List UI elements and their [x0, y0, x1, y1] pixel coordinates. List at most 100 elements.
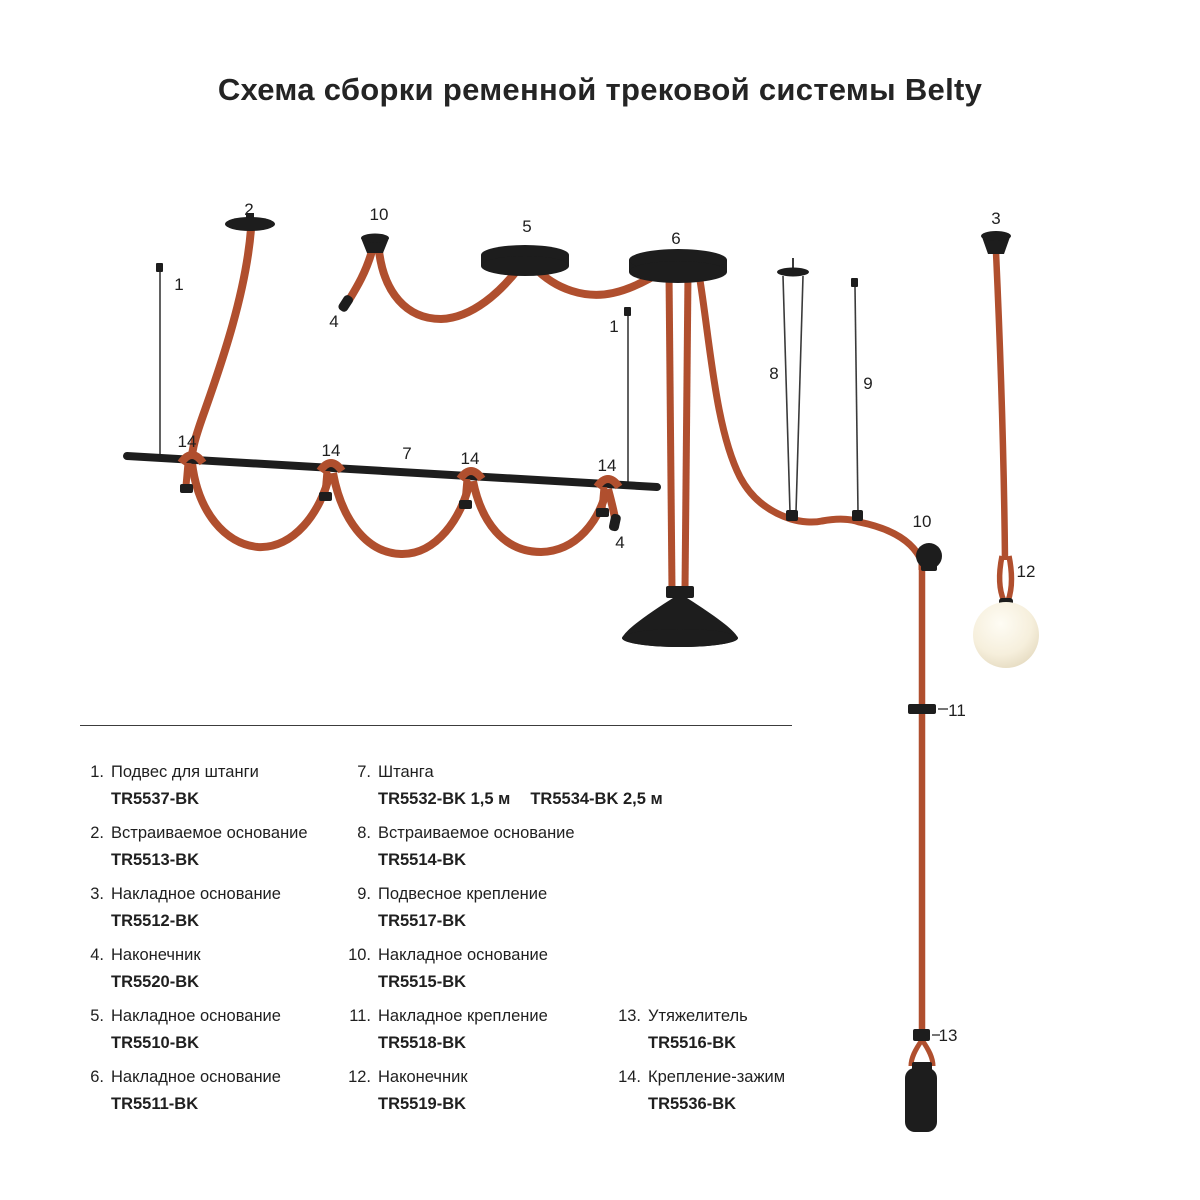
legend-item-name: Крепление-зажим: [648, 1068, 786, 1086]
belt-weight-loop-left: [908, 1038, 925, 1067]
belt-loop-a: [188, 462, 334, 552]
suspension-wire-right: [795, 275, 804, 513]
legend-item-number: 8.: [357, 824, 371, 842]
legend-item-code-a: TR5532-BK 1,5 м: [378, 790, 511, 808]
belt-globe-loop-right: [1005, 555, 1015, 602]
diagram-label-14-2: 14: [322, 441, 341, 460]
clamp-buckle: [319, 492, 332, 501]
belt-clamp-14-4: [593, 475, 623, 517]
diagram-label-14-4: 14: [598, 456, 617, 475]
belt-disc6-to-canopy: [695, 273, 926, 570]
diagram-label-10-top: 10: [370, 205, 389, 224]
surface-base-6: [629, 249, 727, 283]
legend-item-name: Встраиваемое основание: [111, 824, 308, 842]
diagram-label-4-right: 4: [615, 533, 624, 552]
canopy-base: [921, 562, 937, 571]
legend-item-code: TR5517-BK: [378, 912, 467, 930]
surface-base-5: [481, 245, 569, 276]
rod-pendant-1-left: [156, 263, 163, 458]
clamp-wrap: [456, 467, 486, 482]
track-rod-7: [123, 452, 661, 491]
belt-clamp-14-2: [316, 459, 346, 501]
legend-item-code: TR5532-BK 1,5 м TR5534-BK 2,5 м: [378, 789, 663, 809]
belt-clamp-14-1: [177, 451, 207, 493]
clamp-tab: [182, 462, 192, 487]
legend-item-number: 13.: [618, 1007, 641, 1025]
clamp-buckle: [459, 500, 472, 509]
legend-item-3: 3.Накладное основание TR5512-BK: [80, 884, 308, 931]
legend-item-5: 5. Накладное основание TR5510-BK: [80, 1006, 308, 1053]
belt-clamp-14-3: [456, 467, 486, 509]
legend-item-name: Встраиваемое основание: [378, 824, 575, 842]
disc-bottom: [629, 261, 727, 283]
legend-item-code: TR5519-BK: [378, 1095, 467, 1113]
belt-cup10-left: [345, 249, 376, 303]
clamp-wrap: [593, 475, 623, 490]
legend-item-13: 13.Утяжелитель TR5516-BK: [607, 1006, 785, 1053]
legend-item-number: 12.: [348, 1068, 371, 1086]
surface-base-3: [981, 231, 1011, 254]
legend-item-number: 14.: [618, 1068, 641, 1086]
surface-base-10-mid: [916, 543, 942, 571]
legend-item-number: 3.: [90, 885, 104, 903]
legend-item-6: 6.Накладное основание TR5511-BK: [80, 1067, 308, 1114]
legend-item-code: TR5510-BK: [111, 1034, 200, 1052]
tip-12-globe-lamp: [973, 598, 1039, 668]
legend-item-14: 14. Крепление-зажим TR5536-BK: [607, 1067, 785, 1114]
diagram-label-1-right: 1: [609, 317, 618, 336]
diagram-labels: 2 10 5 6 3 1 4 1 8 9 14 14 7 14 14 4 10 …: [174, 200, 1035, 1045]
legend-column-1: 1. Подвес для штанги TR5537-BK 2.Встраива…: [80, 762, 308, 1128]
wire-belt-clamp: [786, 510, 798, 521]
base-cup: [982, 237, 1010, 254]
mount-connector: [851, 278, 858, 287]
legend-item-number: 10.: [348, 946, 371, 964]
globe-diffuser: [973, 602, 1039, 668]
clamp-buckle: [180, 484, 193, 493]
legend-item-code: TR5537-BK: [111, 790, 200, 808]
legend-item-code: TR5512-BK: [111, 912, 200, 930]
legend-item-code-b: TR5534-BK 2,5 м: [530, 790, 663, 808]
belt-loop-b: [329, 472, 474, 559]
belt-from-base-3: [992, 251, 1009, 561]
page-title: Схема сборки ременной трековой системы B…: [217, 72, 983, 107]
legend-item-code: TR5536-BK: [648, 1095, 737, 1113]
legend-item-number: 1.: [90, 763, 104, 781]
belt-cup10-to-disc5: [375, 250, 523, 324]
legend-item-number: 5.: [90, 1007, 104, 1025]
base-disc: [225, 217, 275, 231]
legend-item-code: TR5518-BK: [378, 1034, 467, 1052]
legend-item-name: Накладное основание: [111, 1007, 281, 1025]
belt-weight-loop-right: [919, 1038, 936, 1067]
diagram-label-7: 7: [402, 444, 411, 463]
shade-fitting: [666, 586, 694, 598]
legend-item-11: 11.Накладное крепление TR5518-BK: [341, 1006, 663, 1053]
legend-item-code: TR5513-BK: [111, 851, 200, 869]
clamp-tab: [321, 470, 331, 495]
diagram-label-3: 3: [991, 209, 1000, 228]
diagram-label-2: 2: [244, 200, 253, 219]
cone-shade: [622, 586, 738, 647]
legend-item-name: Накладное основание: [378, 946, 548, 964]
diagram-label-10-mid: 10: [913, 512, 932, 531]
suspension-wire-left: [782, 275, 791, 513]
clamp-body: [908, 704, 936, 714]
pendants-and-wires: [156, 258, 863, 521]
disc-bottom: [481, 256, 569, 276]
belt-disc6-down-2: [681, 272, 692, 591]
legend-column-3: 13.Утяжелитель TR5516-BK 14. Крепление-за…: [607, 1006, 785, 1128]
belt-clamps-14: [177, 451, 623, 517]
legend-item-12: 12.Наконечник TR5519-BK: [341, 1067, 663, 1114]
recessed-base-8: [777, 258, 809, 521]
legend-item-name: Подвес для штанги: [111, 763, 259, 781]
legend-item-1: 1. Подвес для штанги TR5537-BK: [80, 762, 308, 809]
legend-item-2: 2.Встраиваемое основание TR5513-BK: [80, 823, 308, 870]
belt-globe-loop-left: [996, 555, 1007, 603]
belt-tip-4-left: [338, 295, 354, 312]
belt-loop-c: [469, 480, 611, 557]
legend-item-name: Накладное основание: [111, 1068, 281, 1086]
legend-item-4: 4.Наконечник TR5520-BK: [80, 945, 308, 992]
surface-base-10-top: [361, 233, 389, 253]
